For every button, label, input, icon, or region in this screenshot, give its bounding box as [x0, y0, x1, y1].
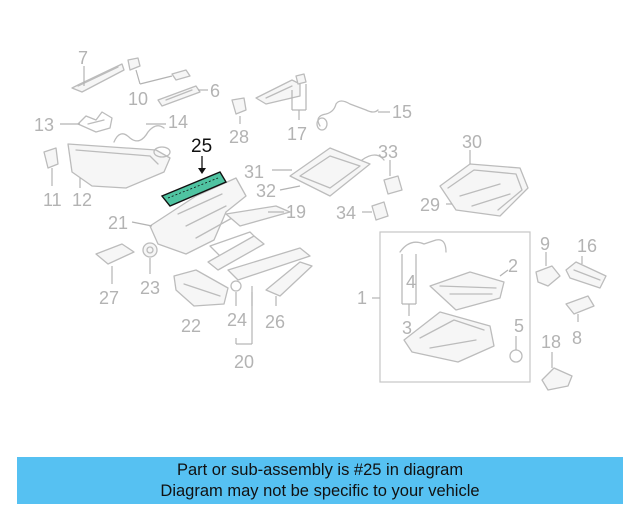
- part-16: [565, 256, 607, 289]
- part-14: [113, 123, 166, 143]
- part-31-32: [272, 147, 385, 197]
- part-15: [316, 100, 390, 131]
- label-12: 12: [72, 190, 92, 210]
- label-29: 29: [420, 195, 440, 215]
- label-19: 19: [286, 202, 306, 222]
- label-34: 34: [336, 203, 356, 223]
- part-25-highlighted[interactable]: [160, 156, 228, 207]
- label-25: 25: [191, 136, 212, 157]
- label-31: 31: [244, 162, 264, 182]
- label-27: 27: [99, 288, 119, 308]
- label-4: 4: [406, 272, 416, 292]
- part-12: [67, 143, 171, 189]
- label-33: 33: [378, 142, 398, 162]
- label-26: 26: [265, 312, 285, 332]
- label-24: 24: [227, 310, 247, 330]
- part-33: [383, 160, 403, 195]
- label-2: 2: [508, 256, 518, 276]
- label-16: 16: [577, 236, 597, 256]
- label-14: 14: [168, 112, 188, 132]
- label-15: 15: [392, 102, 412, 122]
- part-27: [95, 243, 135, 284]
- label-6: 6: [210, 81, 220, 101]
- label-28: 28: [229, 127, 249, 147]
- part-8: [565, 295, 595, 322]
- part-17: [255, 73, 307, 120]
- label-7: 7: [78, 48, 88, 68]
- label-23: 23: [140, 278, 160, 298]
- info-banner: Part or sub-assembly is #25 in diagram D…: [17, 457, 623, 504]
- label-11: 11: [43, 190, 62, 210]
- banner-line-1: Part or sub-assembly is #25 in diagram: [176, 461, 464, 479]
- label-13: 13: [34, 115, 54, 135]
- label-17: 17: [287, 124, 307, 144]
- part-7: [71, 63, 125, 93]
- part-20-24: [207, 235, 311, 345]
- label-8: 8: [572, 328, 582, 348]
- label-9: 9: [540, 234, 550, 254]
- part-30: [439, 150, 529, 217]
- part-9: [535, 252, 561, 287]
- part-22: [173, 269, 229, 307]
- part-10: [127, 57, 191, 85]
- part-34: [362, 201, 389, 221]
- banner-line-2: Diagram may not be specific to your vehi…: [160, 482, 480, 500]
- label-30: 30: [462, 132, 482, 152]
- label-5: 5: [514, 316, 524, 336]
- part-6: [157, 85, 208, 107]
- label-32: 32: [256, 181, 276, 201]
- label-1: 1: [357, 288, 367, 308]
- label-20: 20: [234, 352, 254, 372]
- label-3: 3: [402, 318, 412, 338]
- label-18: 18: [541, 332, 561, 352]
- part-18: [541, 352, 573, 391]
- seat-frame: [131, 177, 291, 261]
- part-1-box: [372, 231, 531, 383]
- part-26: [265, 261, 313, 306]
- part-28: [231, 97, 247, 124]
- label-10: 10: [128, 89, 148, 109]
- part-11: [43, 147, 59, 186]
- label-22: 22: [181, 316, 201, 336]
- part-13: [60, 111, 113, 133]
- parts-diagram: 7 10 6 13 14 11 12: [34, 48, 607, 391]
- part-23: [142, 242, 158, 274]
- label-21: 21: [108, 213, 128, 233]
